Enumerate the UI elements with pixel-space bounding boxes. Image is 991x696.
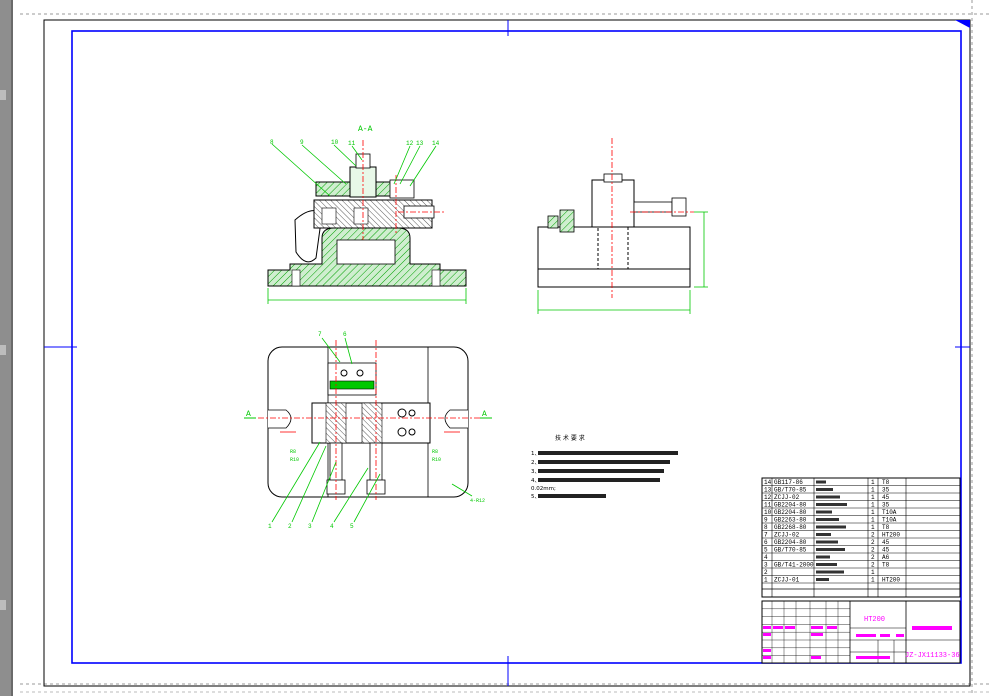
cut-mark-left: A	[246, 410, 251, 419]
bom-no: 13	[764, 487, 772, 494]
bom-material: T8	[882, 562, 890, 569]
svg-text:5、: 5、	[531, 494, 540, 500]
technical-requirements: 技 术 要 求 1、 2、 3、 4、 0.02mm; 5、	[531, 434, 678, 500]
plan-view: A A 7 6 1 2 3 4 5 R8 R10 R8 R10 4-R12	[244, 331, 492, 530]
bom-no: 5	[764, 547, 768, 554]
bom-qty: 1	[871, 487, 875, 494]
bom-code: ZCJJ-01	[774, 577, 800, 584]
svg-text:2: 2	[288, 523, 292, 530]
bom-material: T10A	[882, 517, 897, 524]
svg-text:4: 4	[330, 523, 334, 530]
title-block: HT200 JZ-JX11133-36	[761, 600, 961, 664]
tech-title: 技 术 要 求	[555, 434, 585, 442]
svg-text:5: 5	[350, 523, 354, 530]
bom-material: T8	[882, 524, 890, 531]
bom-code: GB/T70-85	[774, 487, 807, 494]
bom-code: ZCJJ-02	[774, 494, 800, 501]
bom-code: GB2204-80	[774, 509, 807, 516]
svg-text:9: 9	[300, 139, 304, 146]
bom-material: 45	[882, 547, 890, 554]
bom-code: GB2204-80	[774, 502, 807, 509]
svg-text:R8: R8	[290, 449, 296, 455]
bom-qty: 2	[871, 539, 875, 546]
bom-no: 7	[764, 532, 768, 539]
svg-text:3、: 3、	[531, 469, 540, 475]
svg-text:1、: 1、	[531, 451, 540, 457]
bom-material: HT200	[882, 577, 900, 584]
svg-text:R10: R10	[290, 457, 299, 463]
bom-material: 45	[882, 494, 890, 501]
svg-text:12: 12	[406, 140, 414, 147]
bom-code: GB/T70-85	[774, 547, 807, 554]
svg-text:8: 8	[270, 139, 274, 146]
section-label: A-A	[358, 125, 373, 134]
bom-code: ZCJJ-02	[774, 532, 800, 539]
bom-no: 6	[764, 539, 768, 546]
svg-text:11: 11	[348, 140, 356, 147]
bom-qty: 1	[871, 502, 875, 509]
section-view-a-a: A-A 8 9 10 11 12 13	[267, 125, 467, 304]
svg-text:R8: R8	[432, 449, 438, 455]
bom-qty: 1	[871, 569, 875, 576]
bom-material: 45	[882, 539, 890, 546]
bom-qty: 1	[871, 517, 875, 524]
bom-material: 35	[882, 502, 890, 509]
bom-material: HT200	[882, 532, 900, 539]
svg-text:3: 3	[308, 523, 312, 530]
bom-no: 9	[764, 517, 768, 524]
svg-text:13: 13	[416, 140, 424, 147]
svg-text:0.02mm;: 0.02mm;	[531, 486, 556, 492]
bom-material: T8	[882, 479, 890, 486]
bom-code: GB2268-80	[774, 524, 807, 531]
bom-qty: 1	[871, 494, 875, 501]
bom-material: T10A	[882, 509, 897, 516]
svg-text:7: 7	[318, 331, 322, 338]
bom-qty: 2	[871, 532, 875, 539]
bom-code: GB2204-80	[774, 539, 807, 546]
bom-material: 35	[882, 487, 890, 494]
bom-no: 3	[764, 562, 768, 569]
bom-no: 4	[764, 554, 768, 561]
outer-frame	[43, 19, 971, 687]
svg-text:10: 10	[331, 139, 339, 146]
bom-no: 10	[764, 509, 772, 516]
bom-qty: 2	[871, 562, 875, 569]
side-view	[537, 138, 708, 314]
bom-no: 11	[764, 502, 772, 509]
bom-no: 14	[764, 479, 772, 486]
svg-text:4-R12: 4-R12	[470, 498, 485, 504]
svg-text:1: 1	[268, 523, 272, 530]
svg-text:R10: R10	[432, 457, 441, 463]
title-material: HT200	[864, 616, 885, 624]
bom-qty: 1	[871, 479, 875, 486]
bom-no: 8	[764, 524, 768, 531]
bom-code: GB2263-80	[774, 517, 807, 524]
svg-text:2、: 2、	[531, 460, 540, 466]
drawing-number: JZ-JX11133-36	[905, 652, 960, 660]
bom-qty: 1	[871, 509, 875, 516]
svg-text:14: 14	[432, 140, 440, 147]
svg-text:6: 6	[343, 331, 347, 338]
bom-no: 12	[764, 494, 772, 501]
bom-qty: 2	[871, 547, 875, 554]
bom-no: 2	[764, 569, 768, 576]
bom-qty: 2	[871, 554, 875, 561]
bom-code: GB/T41-2000	[774, 562, 814, 569]
bom-material: A6	[882, 554, 890, 561]
bom-qty: 1	[871, 524, 875, 531]
cut-mark-right: A	[482, 410, 487, 419]
bom-code: GB117-86	[774, 479, 803, 486]
svg-text:4、: 4、	[531, 478, 540, 484]
bom-no: 1	[764, 577, 768, 584]
bom-qty: 1	[871, 577, 875, 584]
